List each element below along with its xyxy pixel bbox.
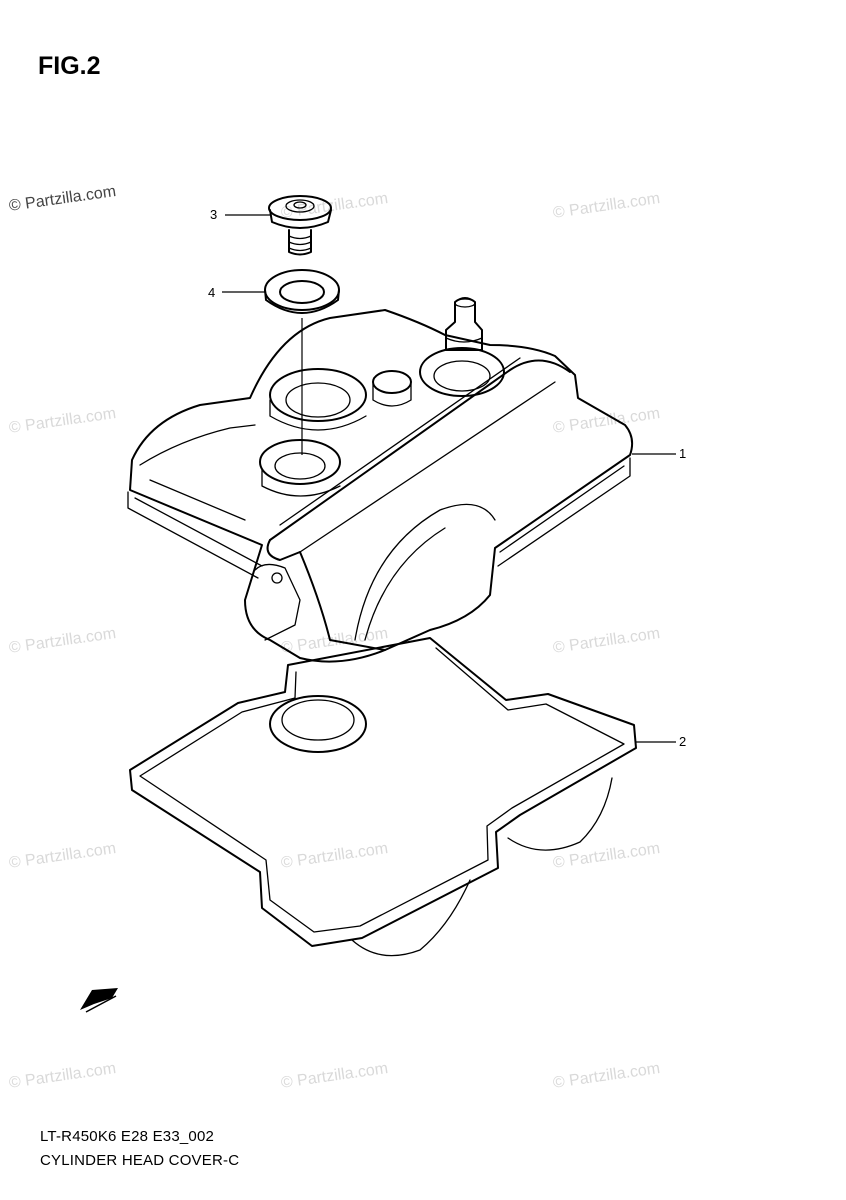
- callout-4-label: 4: [208, 285, 216, 300]
- bolt-icon[interactable]: [268, 195, 332, 256]
- gasket-icon[interactable]: [129, 637, 637, 957]
- figure-title: FIG.2: [38, 52, 101, 80]
- callout-1: 1: [679, 446, 687, 461]
- diagram-title: CYLINDER HEAD COVER-C: [40, 1152, 240, 1169]
- diagram-code: LT-R450K6 E28 E33_002: [40, 1128, 215, 1145]
- callout-2: 2: [679, 734, 687, 749]
- callout-3: 3: [210, 207, 218, 222]
- fwd-arrow-icon: [80, 988, 118, 1013]
- washer-icon[interactable]: [264, 269, 340, 314]
- cylinder-head-cover-icon[interactable]: [127, 297, 634, 663]
